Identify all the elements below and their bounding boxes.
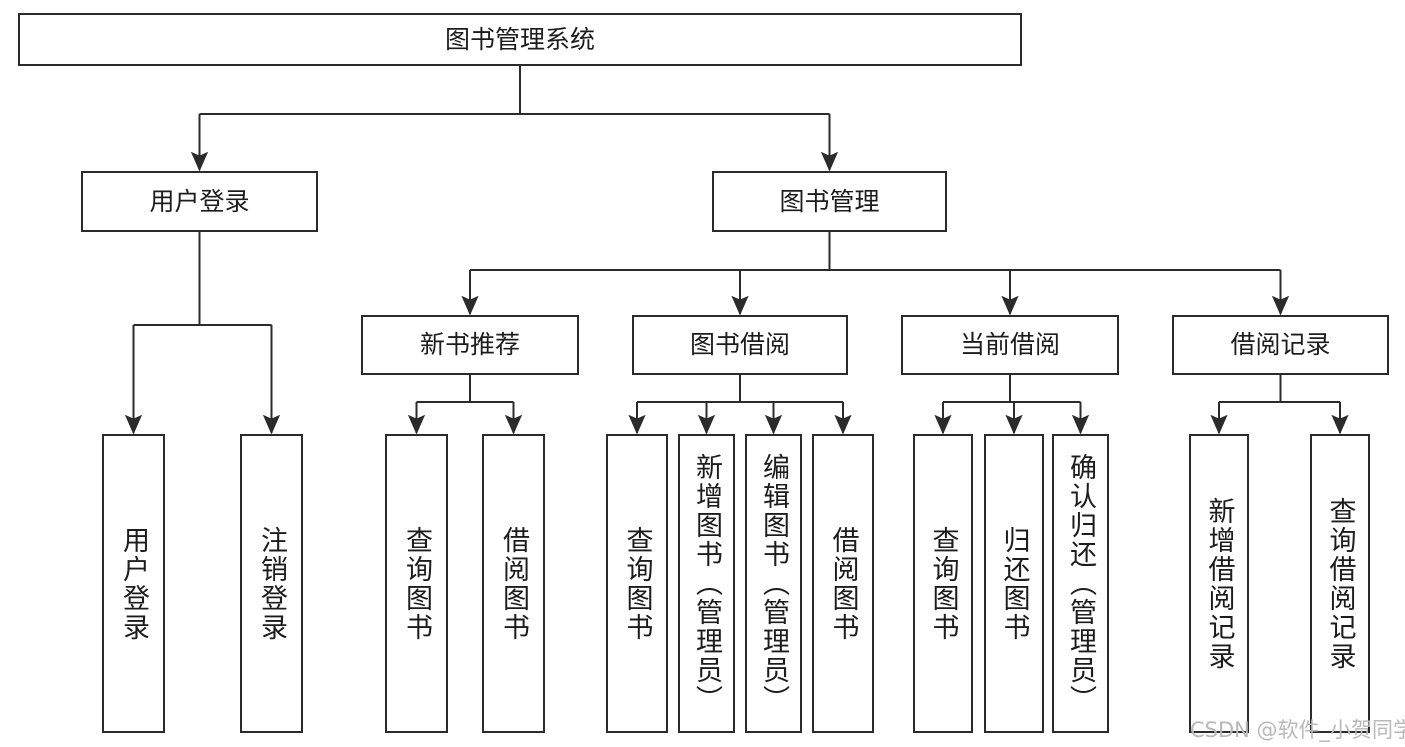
watermark-label: CSDN @软件_小贺同学 <box>1190 718 1405 742</box>
node-label-leaf-rc-query: 查询借阅记录 <box>1324 496 1356 671</box>
node-records[interactable]: 借阅记录 <box>1172 315 1389 375</box>
node-label-leaf-cu-conf: 确认归还（管理员） <box>1065 453 1096 714</box>
node-label-leaf-login: 用户登录 <box>118 525 149 642</box>
node-label-borrow: 图书借阅 <box>689 330 790 359</box>
node-leaf-bw-query[interactable]: 查询图书 <box>606 434 668 733</box>
node-label-current: 当前借阅 <box>959 330 1060 359</box>
node-leaf-rc-add[interactable]: 新增借阅记录 <box>1189 434 1249 733</box>
node-leaf-nb-query[interactable]: 查询图书 <box>385 434 448 733</box>
node-root[interactable]: 图书管理系统 <box>18 13 1022 66</box>
node-label-bookmgmt: 图书管理 <box>779 186 880 216</box>
node-label-leaf-bw-lend: 借阅图书 <box>827 525 859 642</box>
node-leaf-cu-return[interactable]: 归还图书 <box>984 434 1044 733</box>
node-leaf-cu-query[interactable]: 查询图书 <box>913 434 973 733</box>
node-label-root: 图书管理系统 <box>444 24 595 54</box>
node-label-leaf-cu-return: 归还图书 <box>998 525 1030 642</box>
node-label-leaf-rc-add: 新增借阅记录 <box>1203 496 1235 671</box>
node-label-login: 用户登录 <box>149 186 250 216</box>
node-leaf-logout[interactable]: 注销登录 <box>240 434 303 733</box>
node-label-leaf-bw-query: 查询图书 <box>621 525 653 642</box>
node-leaf-bw-edit[interactable]: 编辑图书（管理员） <box>745 434 802 733</box>
node-label-records: 借阅记录 <box>1230 330 1331 359</box>
node-leaf-nb-borrow[interactable]: 借阅图书 <box>482 434 545 733</box>
connector-group <box>124 66 1349 435</box>
node-leaf-cu-conf[interactable]: 确认归还（管理员） <box>1052 434 1109 733</box>
node-borrow[interactable]: 图书借阅 <box>632 315 848 375</box>
node-label-leaf-nb-query: 查询图书 <box>401 525 432 642</box>
node-newbook[interactable]: 新书推荐 <box>361 315 579 375</box>
node-leaf-rc-query[interactable]: 查询借阅记录 <box>1310 434 1370 733</box>
node-label-leaf-logout: 注销登录 <box>256 525 287 642</box>
node-label-newbook: 新书推荐 <box>419 330 520 359</box>
node-leaf-bw-lend[interactable]: 借阅图书 <box>812 434 874 733</box>
node-label-leaf-bw-add: 新增图书（管理员） <box>691 453 722 714</box>
node-leaf-bw-add[interactable]: 新增图书（管理员） <box>678 434 735 733</box>
node-bookmgmt[interactable]: 图书管理 <box>712 171 947 232</box>
node-label-leaf-nb-borrow: 借阅图书 <box>498 525 529 642</box>
node-login[interactable]: 用户登录 <box>81 171 318 232</box>
node-label-leaf-bw-edit: 编辑图书（管理员） <box>758 453 789 714</box>
node-current[interactable]: 当前借阅 <box>901 315 1119 375</box>
node-label-leaf-cu-query: 查询图书 <box>927 525 959 642</box>
node-leaf-login[interactable]: 用户登录 <box>102 434 165 733</box>
